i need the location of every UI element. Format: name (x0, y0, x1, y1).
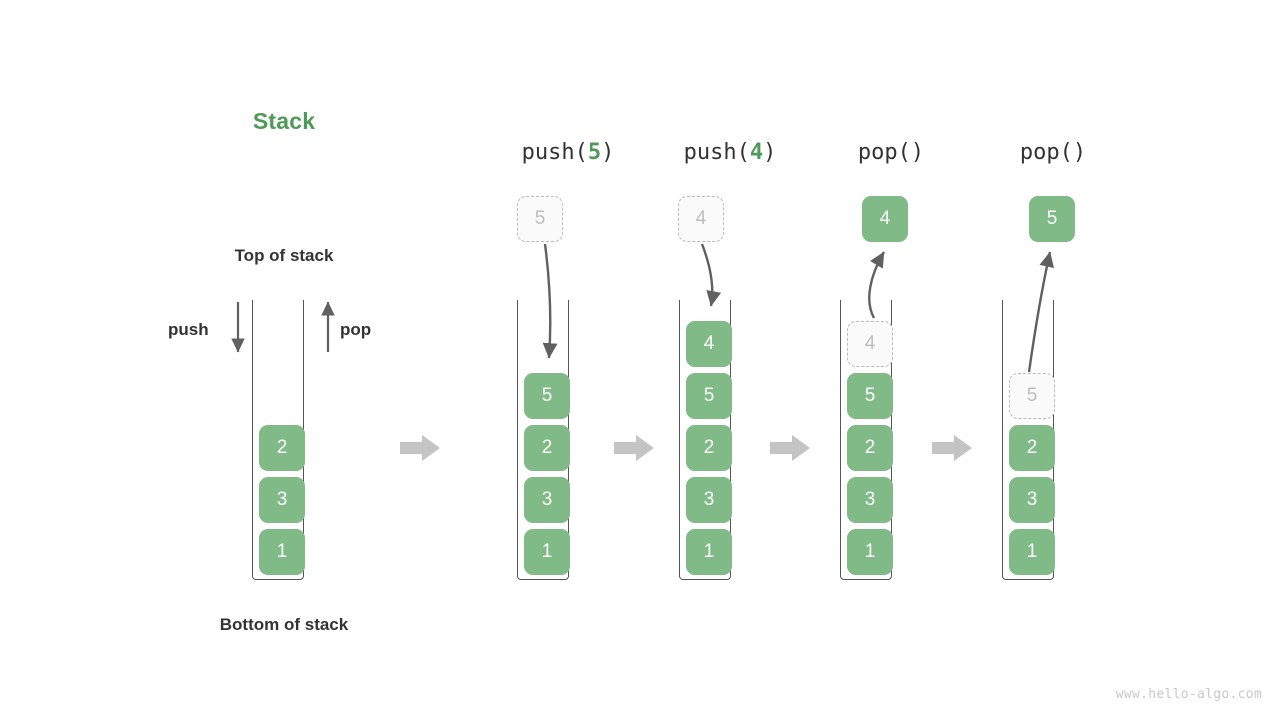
stack-cell: 3 (524, 477, 570, 523)
op-suffix: ) (763, 140, 777, 165)
push-label: push (168, 320, 209, 339)
stack-cell: 2 (259, 425, 305, 471)
stack-cell: 2 (686, 425, 732, 471)
bottom-of-stack-label: Bottom of stack (219, 615, 349, 634)
op-suffix: ) (1072, 140, 1087, 165)
stack-cell: 3 (686, 477, 732, 523)
op-header-pop-1: pop() (811, 140, 971, 165)
stack-cell: 3 (1009, 477, 1055, 523)
step-arrow-icon (770, 433, 810, 463)
stack-cell: 3 (259, 477, 305, 523)
op-suffix: ) (910, 140, 925, 165)
stack-cell: 5 (524, 373, 570, 419)
stack-cell: 2 (847, 425, 893, 471)
pop-label: pop (340, 320, 372, 339)
op-arg: 4 (749, 140, 764, 165)
op-prefix: push( (683, 140, 750, 165)
step-arrow-icon (400, 433, 440, 463)
stack-cell: 1 (259, 529, 305, 575)
op-header-push-4: push(4) (650, 140, 810, 165)
stack-cell: 2 (524, 425, 570, 471)
stack-cell: 1 (686, 529, 732, 575)
stack-cell: 1 (524, 529, 570, 575)
watermark: www.hello-algo.com (1115, 687, 1262, 702)
popped-element-ghost: 5 (1009, 373, 1055, 419)
stack-cell: 5 (847, 373, 893, 419)
stack-cell: 1 (1009, 529, 1055, 575)
top-of-stack-label: Top of stack (234, 246, 334, 265)
op-header-pop-2: pop() (973, 140, 1133, 165)
incoming-element-ghost: 5 (517, 196, 563, 242)
push-motion-arrow-4 (700, 243, 722, 307)
outgoing-element: 4 (862, 196, 908, 242)
popped-element-ghost: 4 (847, 321, 893, 367)
op-prefix: push( (521, 140, 588, 165)
stack-cell: 1 (847, 529, 893, 575)
stack-cell: 2 (1009, 425, 1055, 471)
stack-cell: 4 (686, 321, 732, 367)
op-prefix: pop( (1019, 140, 1073, 165)
page-title: Stack (252, 108, 316, 134)
stack-cell: 5 (686, 373, 732, 419)
incoming-element-ghost: 4 (678, 196, 724, 242)
op-suffix: ) (601, 140, 615, 165)
op-header-push-5: push(5) (488, 140, 648, 165)
step-arrow-icon (614, 433, 654, 463)
stack-cell: 3 (847, 477, 893, 523)
op-arg: 5 (587, 140, 602, 165)
op-prefix: pop( (857, 140, 911, 165)
step-arrow-icon (932, 433, 972, 463)
outgoing-element: 5 (1029, 196, 1075, 242)
